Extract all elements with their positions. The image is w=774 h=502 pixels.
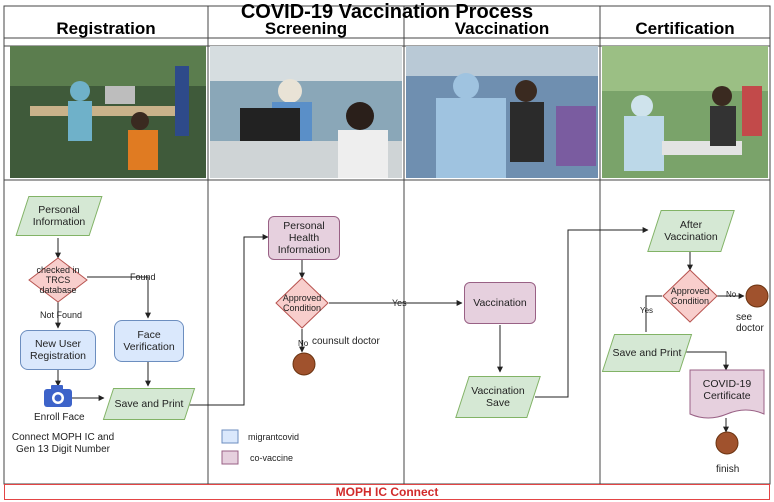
- trcs-decision-label: checked in TRCS database: [36, 265, 80, 295]
- enroll-face-label: Enroll Face: [34, 412, 85, 423]
- lane-screening-header: Screening: [264, 19, 348, 38]
- end-finish: [715, 431, 739, 455]
- screening-approved-label: Approved Condition: [282, 293, 322, 313]
- lane-vaccination-header: Vaccination: [454, 19, 550, 38]
- personal-health-information-node: Personal Health Information: [268, 216, 340, 260]
- diagram-title: COVID-19 Vaccination Process: [240, 1, 534, 20]
- certification-approved-label: Approved Condition: [670, 286, 710, 306]
- lane-certification-header: Certification: [635, 19, 735, 38]
- footer-banner: MOPH IC Connect: [4, 484, 770, 500]
- camera-icon: [44, 385, 72, 407]
- save-and-print-certification: Save and Print: [601, 334, 693, 372]
- covid-certificate-document: [689, 369, 765, 419]
- covid-certificate-label: COVID-19 Certificate: [702, 378, 752, 402]
- screening-no-label: No: [298, 339, 309, 348]
- save-and-print-registration: Save and Print: [102, 388, 196, 420]
- after-vaccination-data: After Vaccination: [647, 210, 735, 252]
- certification-photo: [602, 46, 768, 178]
- see-doctor-label: see doctor: [736, 312, 764, 334]
- legend-migrantcovid-label: migrantcovid: [248, 432, 300, 442]
- vaccination-save-data: Vaccination Save: [455, 376, 541, 418]
- decision-approved-screening: [275, 277, 329, 329]
- new-user-registration-node: New User Registration: [20, 330, 96, 370]
- consult-doctor-label: counsult doctor: [312, 336, 380, 347]
- finish-label: finish: [716, 464, 740, 475]
- screening-yes-label: Yes: [392, 298, 407, 308]
- found-label: Found: [130, 272, 156, 282]
- face-verification-node: Face Verification: [114, 320, 184, 362]
- personal-information-data: Personal Information: [15, 196, 103, 236]
- vaccination-photo: [406, 46, 598, 178]
- end-see-doctor: [745, 284, 769, 308]
- lane-registration-header: Registration: [56, 19, 156, 38]
- legend-co-vaccine-label: co-vaccine: [250, 453, 294, 463]
- decision-approved-certification: [662, 269, 718, 323]
- registration-photo: [10, 46, 206, 178]
- legend-swatch-co-vaccine: [221, 450, 239, 465]
- decision-trcs-database: [28, 257, 88, 303]
- not-found-label: Not Found: [40, 310, 83, 320]
- screening-photo: [210, 46, 402, 178]
- vaccination-node: Vaccination: [464, 282, 536, 324]
- certification-yes-label: Yes: [640, 306, 654, 315]
- end-consult-doctor: [292, 352, 316, 376]
- legend-swatch-migrantcovid: [221, 429, 239, 444]
- certification-no-label: No: [726, 290, 737, 299]
- registration-note: Connect MOPH IC and Gen 13 Digit Number: [11, 432, 115, 455]
